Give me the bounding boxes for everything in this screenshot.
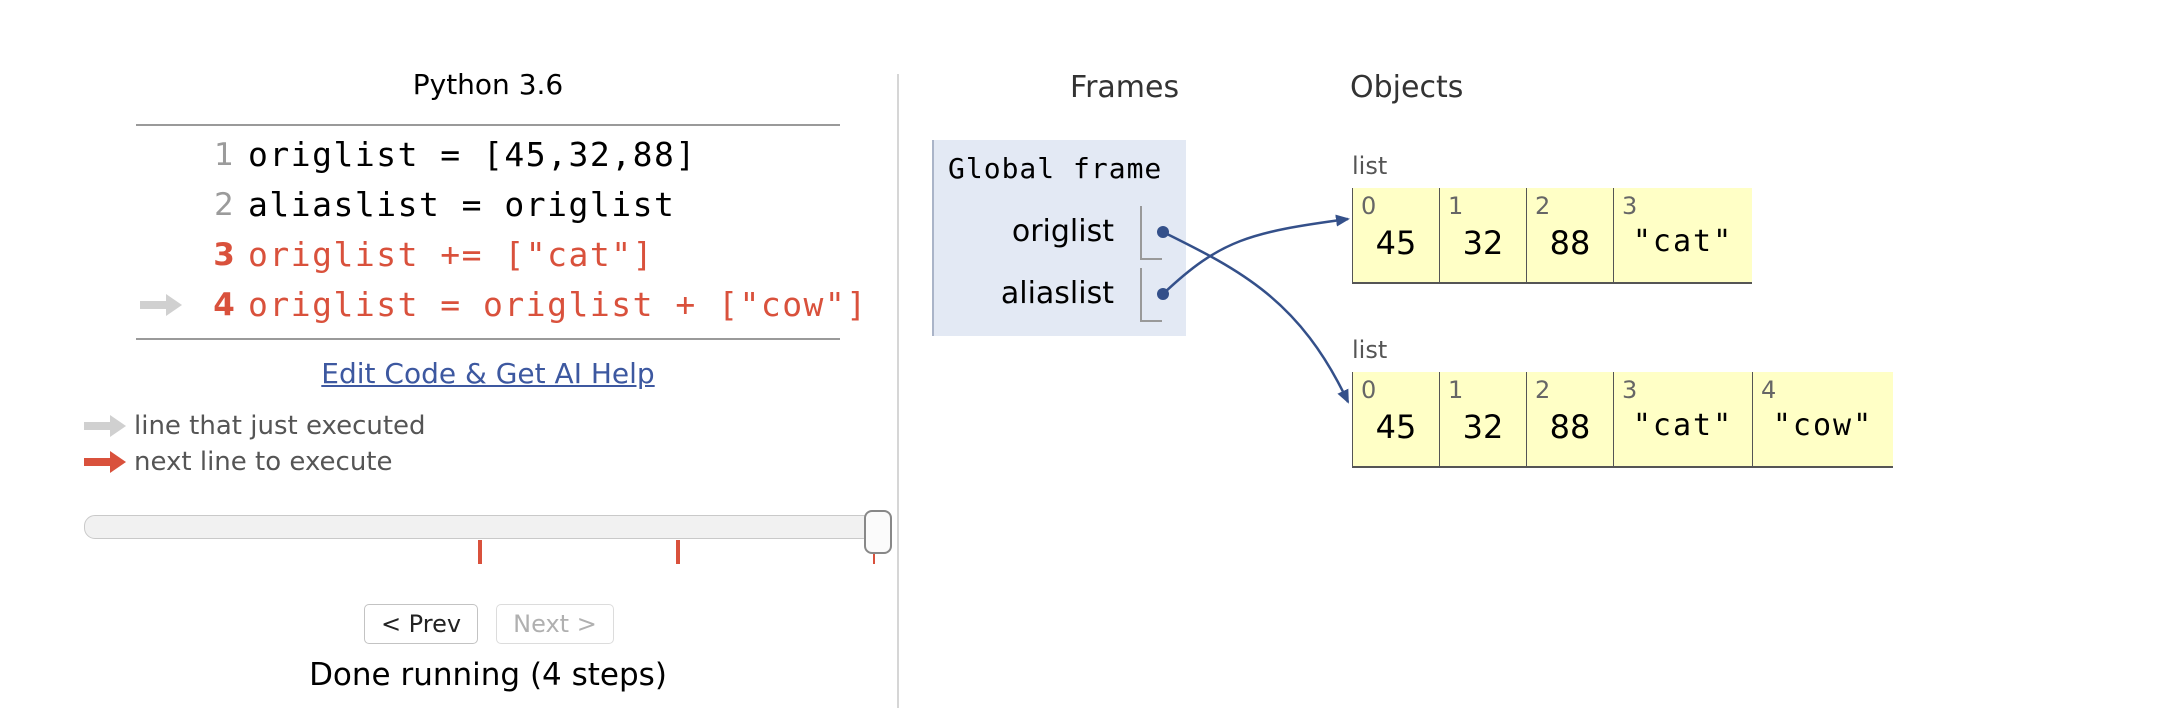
step-slider-track[interactable] — [84, 515, 874, 539]
list-index: 1 — [1448, 192, 1464, 220]
list-value: "cat" — [1632, 408, 1734, 443]
list-index: 4 — [1761, 376, 1777, 404]
line-number: 1 — [214, 137, 234, 173]
objects-heading: Objects — [1350, 70, 1464, 105]
list-object: 0 45 1 32 2 88 3 "cat" — [1352, 188, 1752, 284]
list-cell: 0 45 — [1352, 188, 1439, 284]
list-object: 0 45 1 32 2 88 3 "cat" 4 "cow" — [1352, 372, 1893, 468]
step-slider-handle[interactable] — [864, 510, 892, 554]
list-value: 88 — [1549, 224, 1591, 262]
list-value: "cow" — [1772, 408, 1874, 443]
code-text: aliaslist = origlist — [248, 185, 676, 224]
list-index: 2 — [1535, 376, 1551, 404]
variable-aliaslist: aliaslist — [1000, 276, 1114, 311]
code-listing: 1 origlist = [45,32,88] 2 aliaslist = or… — [136, 124, 866, 340]
breakpoint-tick — [873, 550, 875, 564]
frame-title: Global frame — [948, 152, 1163, 185]
language-label: Python 3.6 — [412, 68, 564, 101]
code-text: origlist = [45,32,88] — [248, 135, 697, 174]
breakpoint-tick — [478, 540, 482, 564]
object-type-label: list — [1352, 336, 1388, 364]
line-number: 3 — [213, 237, 235, 273]
list-value: 88 — [1549, 408, 1591, 446]
list-index: 2 — [1535, 192, 1551, 220]
panel-divider — [897, 74, 899, 708]
code-line-2: 2 aliaslist = origlist — [136, 180, 840, 230]
list-cell: 2 88 — [1526, 372, 1613, 468]
list-cell: 1 32 — [1439, 188, 1526, 284]
list-cell: 0 45 — [1352, 372, 1439, 468]
list-index: 3 — [1622, 192, 1638, 220]
list-index: 0 — [1361, 376, 1377, 404]
list-index: 1 — [1448, 376, 1464, 404]
list-cell: 4 "cow" — [1752, 372, 1893, 468]
breakpoint-tick — [676, 540, 680, 564]
pointer-aliaslist-arrow — [1162, 214, 1350, 295]
list-cell: 1 32 — [1439, 372, 1526, 468]
list-value: 45 — [1375, 408, 1417, 446]
list-value: 32 — [1462, 408, 1504, 446]
next-button[interactable]: Next > — [496, 604, 614, 644]
list-index: 0 — [1361, 192, 1377, 220]
line-number: 2 — [214, 187, 234, 223]
frames-heading: Frames — [1070, 70, 1180, 105]
list-value: 45 — [1375, 224, 1417, 262]
prev-button[interactable]: < Prev — [364, 604, 478, 644]
list-value: 32 — [1462, 224, 1504, 262]
pointer-cell — [1140, 206, 1162, 260]
list-value: "cat" — [1632, 224, 1734, 259]
list-index: 3 — [1622, 376, 1638, 404]
legend-label: line that just executed — [134, 411, 426, 441]
line-number: 4 — [213, 287, 235, 323]
code-line-3: 3 origlist += ["cat"] — [136, 230, 840, 280]
light-gray-arrow-icon — [84, 415, 126, 437]
global-frame — [932, 140, 1186, 336]
pointer-origlist-arrow — [1162, 230, 1350, 404]
list-cell: 2 88 — [1526, 188, 1613, 284]
code-line-1: 1 origlist = [45,32,88] — [136, 130, 840, 180]
variable-origlist: origlist — [1011, 214, 1114, 249]
code-line-4: 4 origlist = origlist + ["cow"] — [136, 280, 866, 330]
code-text: origlist = origlist + ["cow"] — [248, 285, 868, 324]
list-cell: 3 "cat" — [1613, 372, 1752, 468]
list-cell: 3 "cat" — [1613, 188, 1752, 284]
legend-label: next line to execute — [134, 447, 393, 477]
object-type-label: list — [1352, 152, 1388, 180]
run-status: Done running (4 steps) — [309, 657, 667, 693]
light-gray-arrow-icon — [140, 294, 182, 316]
edit-code-link[interactable]: Edit Code & Get AI Help — [321, 357, 655, 390]
code-text: origlist += ["cat"] — [248, 235, 654, 274]
red-arrow-icon — [84, 451, 126, 473]
pointer-cell — [1140, 268, 1162, 322]
